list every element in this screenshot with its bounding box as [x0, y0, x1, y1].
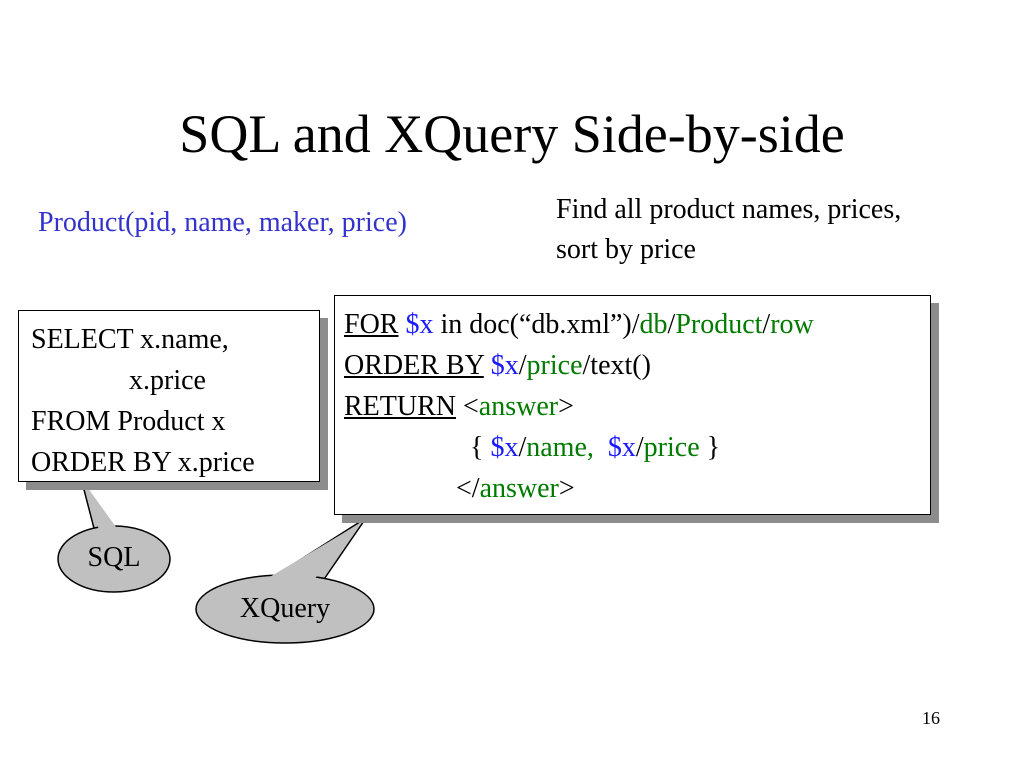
xquery-line-2: ORDER BY $x/price/text()	[344, 345, 930, 386]
slide-title: SQL and XQuery Side-by-side	[179, 104, 845, 164]
space	[456, 391, 463, 422]
xquery-line-5: </answer>	[344, 468, 930, 509]
variable-x: $x	[607, 432, 636, 463]
sql-line: SELECT x.name,	[31, 324, 229, 355]
variable-x: $x	[405, 309, 434, 340]
xquery-code-box: FOR $x in doc(“db.xml”)/db/Product/row O…	[334, 295, 931, 515]
sql-callout-label: SQL	[87, 542, 141, 573]
path-sep: /	[762, 309, 771, 340]
path-sep: /	[635, 432, 644, 463]
sql-line: x.price	[31, 365, 206, 396]
brace-open: {	[470, 432, 491, 463]
keyword-for: FOR	[344, 309, 399, 340]
page-number: 16	[922, 708, 940, 728]
xquery-line-1: FOR $x in doc(“db.xml”)/db/Product/row	[344, 304, 930, 345]
sql-code-box: SELECT x.name, x.price FROM Product x OR…	[18, 310, 320, 482]
text-call: /text()	[582, 350, 651, 381]
tag-close: >	[558, 473, 575, 504]
variable-x: $x	[490, 432, 519, 463]
path-sep: /	[518, 350, 527, 381]
path-product: Product	[675, 309, 763, 340]
variable-x: $x	[490, 350, 519, 381]
task-description: Find all product names, prices, sort by …	[556, 190, 901, 270]
brace-close: }	[699, 432, 721, 463]
gap	[594, 432, 608, 463]
indent	[344, 473, 456, 504]
path-price: price	[643, 432, 700, 463]
path-price: price	[526, 350, 583, 381]
doc-call: in doc(“db.xml”)/	[433, 309, 640, 340]
xquery-tail-cover	[268, 522, 362, 582]
path-row: row	[770, 309, 814, 340]
sql-line: ORDER BY x.price	[31, 447, 255, 478]
path-name: name,	[526, 432, 594, 463]
tag-open: <	[463, 391, 479, 422]
keyword-return: RETURN	[344, 391, 456, 422]
sql-tail-cover	[85, 484, 121, 534]
sql-line: FROM Product x	[31, 406, 226, 437]
task-line-1: Find all product names, prices,	[556, 194, 902, 225]
path-sep: /	[667, 309, 676, 340]
tag-answer: answer	[479, 473, 559, 504]
keyword-order-by: ORDER BY	[344, 350, 484, 381]
space	[484, 350, 491, 381]
path-db: db	[639, 309, 668, 340]
tag-open: </	[456, 473, 480, 504]
task-line-2: sort by price	[556, 234, 696, 265]
schema-text: Product(pid, name, maker, price)	[38, 207, 407, 238]
path-sep: /	[518, 432, 527, 463]
xquery-line-4: { $x/name, $x/price }	[344, 427, 930, 468]
xquery-callout-label: XQuery	[239, 593, 331, 624]
indent	[344, 432, 470, 463]
tag-answer: answer	[478, 391, 559, 422]
xquery-line-3: RETURN <answer>	[344, 386, 930, 427]
tag-close: >	[558, 391, 574, 422]
